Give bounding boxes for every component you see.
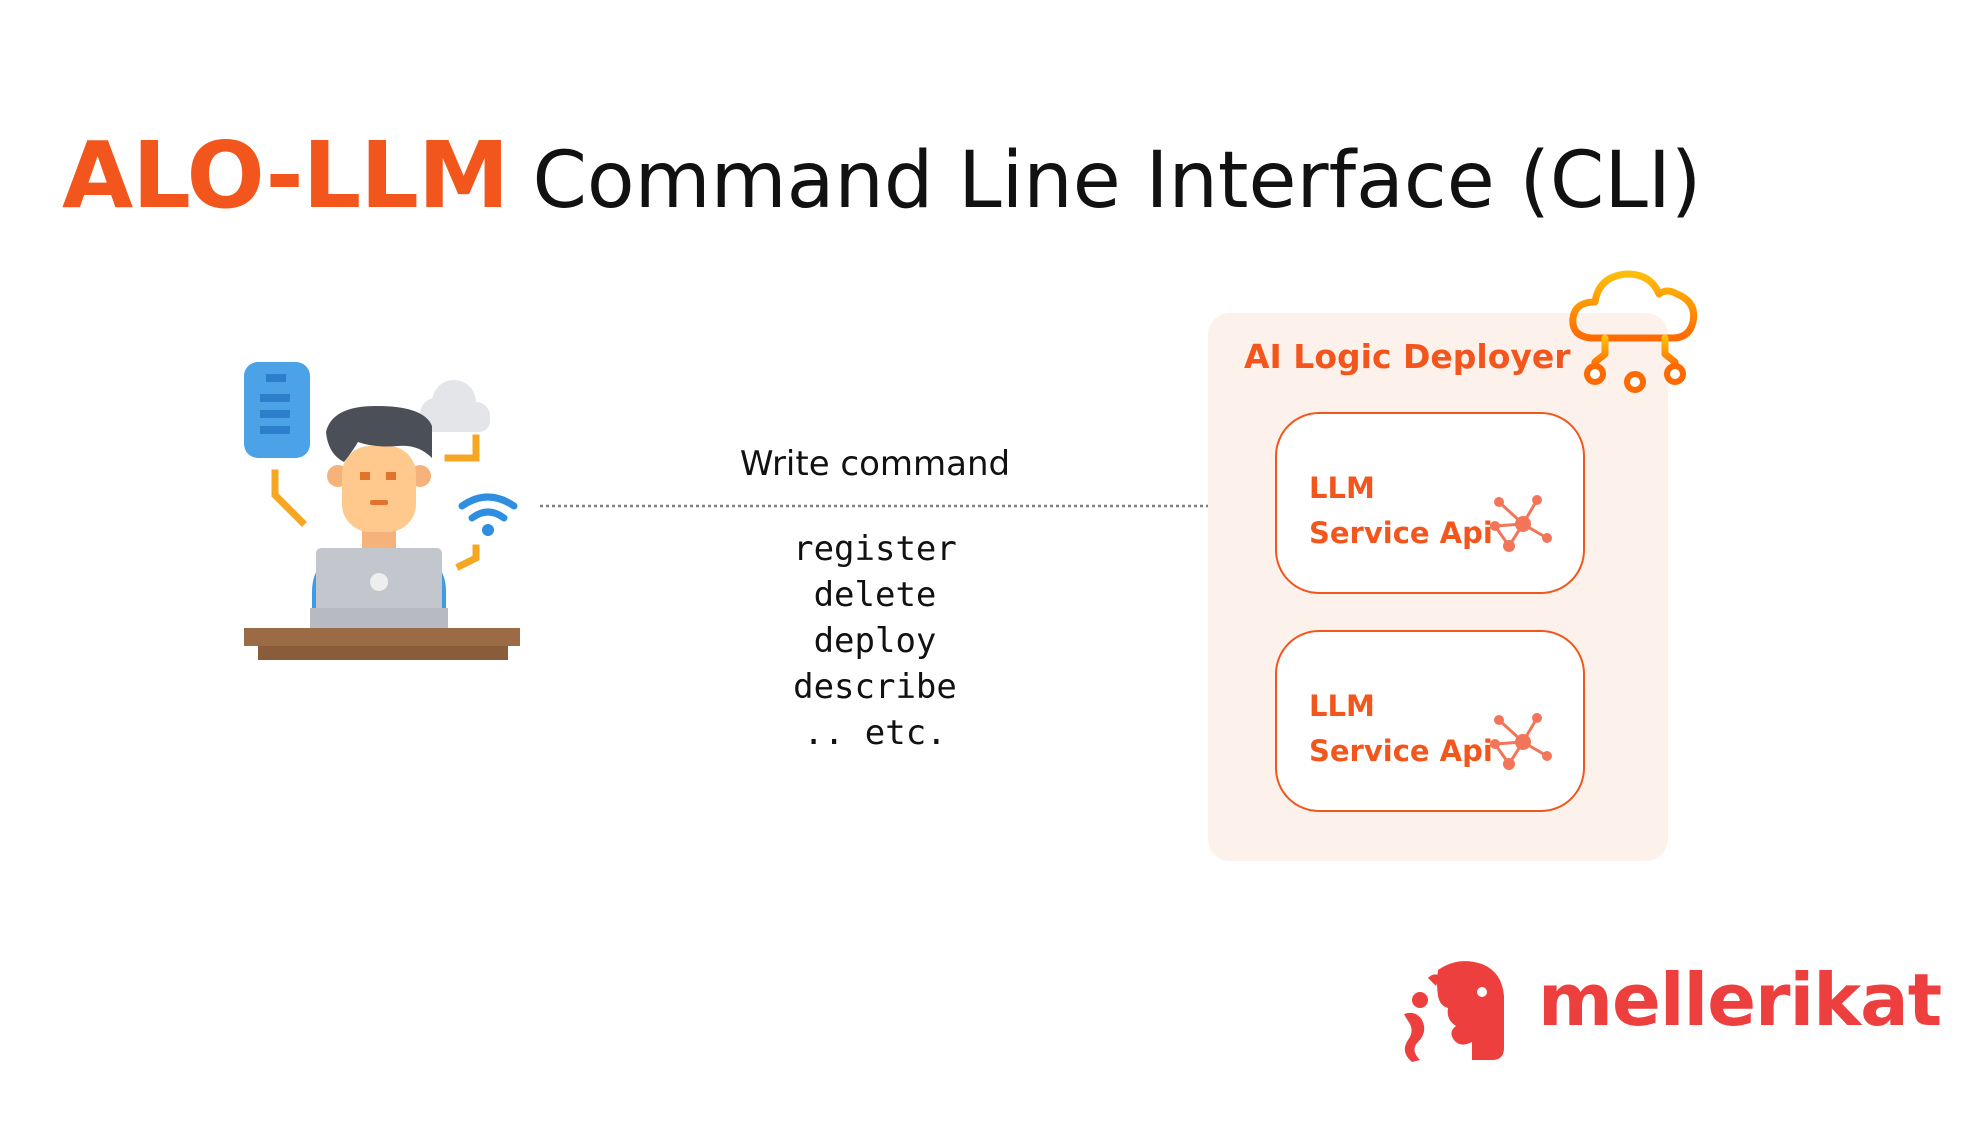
arrow-label: Write command	[739, 444, 1011, 484]
network-nodes-icon	[1490, 495, 1552, 552]
service-line2: Service Api	[1309, 734, 1493, 768]
network-nodes-icon	[1490, 713, 1552, 770]
command-item: register	[793, 529, 957, 569]
title-subtitle: Command Line Interface (CLI)	[532, 136, 1702, 226]
page-title: ALO-LLM Command Line Interface (CLI)	[62, 122, 1701, 229]
mellerikat-mascot-icon	[1404, 961, 1504, 1062]
mellerikat-logo: mellerikat	[1398, 956, 1942, 1066]
service-label: LLM Service Api	[1309, 466, 1493, 556]
service-line1: LLM	[1309, 689, 1375, 723]
logo-text: mellerikat	[1538, 958, 1942, 1042]
command-item: delete	[813, 575, 937, 615]
command-item: deploy	[813, 621, 937, 661]
command-arrow	[540, 500, 1274, 512]
command-item: describe	[793, 667, 957, 707]
developer-at-laptop-icon	[244, 362, 520, 660]
service-line1: LLM	[1309, 471, 1375, 505]
service-label: LLM Service Api	[1309, 684, 1493, 774]
deployer-title: AI Logic Deployer	[1244, 337, 1571, 376]
cloud-network-icon	[1569, 270, 1698, 393]
command-item: .. etc.	[803, 713, 947, 753]
llm-service-box: LLM Service Api	[1275, 412, 1585, 594]
llm-service-box: LLM Service Api	[1275, 630, 1585, 812]
title-brand: ALO-LLM	[62, 122, 509, 229]
service-line2: Service Api	[1309, 516, 1493, 550]
command-list: register delete deploy describe .. etc.	[690, 526, 1060, 756]
